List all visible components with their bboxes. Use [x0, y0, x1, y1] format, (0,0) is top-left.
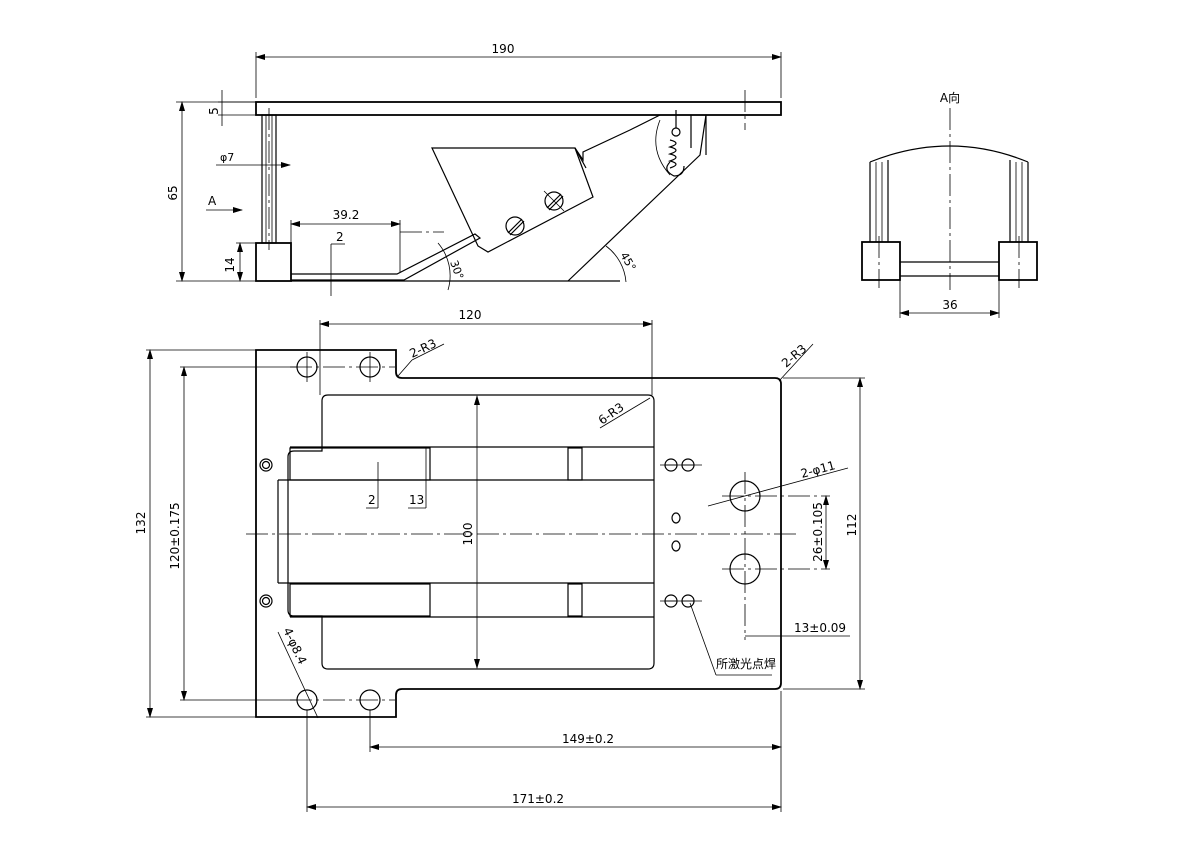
- dim-right-height: 112: [845, 514, 859, 537]
- dim-hole-edge-offset: 13±0.09: [794, 621, 846, 635]
- corner-radius-left: 2-R3: [407, 336, 438, 360]
- spring: [655, 110, 685, 177]
- dim-foot-length: 39.2: [333, 208, 360, 222]
- angle-30: 30°: [447, 259, 466, 282]
- dim-plate-thickness: 5: [207, 107, 221, 115]
- dim-171: 171±0.2: [512, 792, 564, 806]
- dim-slot-width: 13: [409, 493, 424, 507]
- dim-large-hole-pitch: 26±0.105: [811, 502, 825, 562]
- dim-channel-width: 100: [461, 523, 475, 546]
- view-a: A向 36: [861, 90, 1038, 318]
- plate-outline: [255, 349, 782, 718]
- view-a-right-block: [998, 241, 1038, 281]
- top-plate: [255, 101, 782, 116]
- view-arrow-label: A: [208, 194, 217, 208]
- dim-lip-height: 2: [336, 230, 344, 244]
- screw: [505, 216, 525, 236]
- dim-overall-length: 190: [492, 42, 515, 56]
- screw: [544, 191, 564, 211]
- dim-plan-height: 132: [134, 512, 148, 535]
- view-a-title: A向: [940, 90, 960, 105]
- dim-hole-spacing-top: 120: [459, 308, 482, 322]
- view-a-left-block: [861, 241, 901, 281]
- dim-slot-offset: 2: [368, 493, 376, 507]
- lever-plate: [431, 147, 594, 253]
- plan-view: 120 2-R3 2-R3 6-R3 132 120±0.175 2 13 10…: [134, 308, 865, 812]
- dim-view-a-width: 36: [942, 298, 957, 312]
- side-view: 190 5 φ7 65 A 14 39.2 2 30°: [166, 42, 782, 296]
- inner-radius: 6-R3: [596, 400, 627, 427]
- dim-149: 149±0.2: [562, 732, 614, 746]
- dim-pin-diameter: φ7: [220, 151, 234, 164]
- corner-radius-right: 2-R3: [779, 342, 809, 371]
- weld-note: 所激光点焊: [716, 656, 776, 671]
- dim-hole-pitch-vertical: 120±0.175: [168, 502, 182, 569]
- dim-block-height: 14: [223, 257, 237, 272]
- foot-block: [255, 242, 292, 282]
- large-holes-callout: 2-φ11: [799, 458, 837, 481]
- dim-overall-height: 65: [166, 185, 180, 200]
- weld-points: [660, 458, 702, 608]
- angle-45: 45°: [617, 250, 638, 273]
